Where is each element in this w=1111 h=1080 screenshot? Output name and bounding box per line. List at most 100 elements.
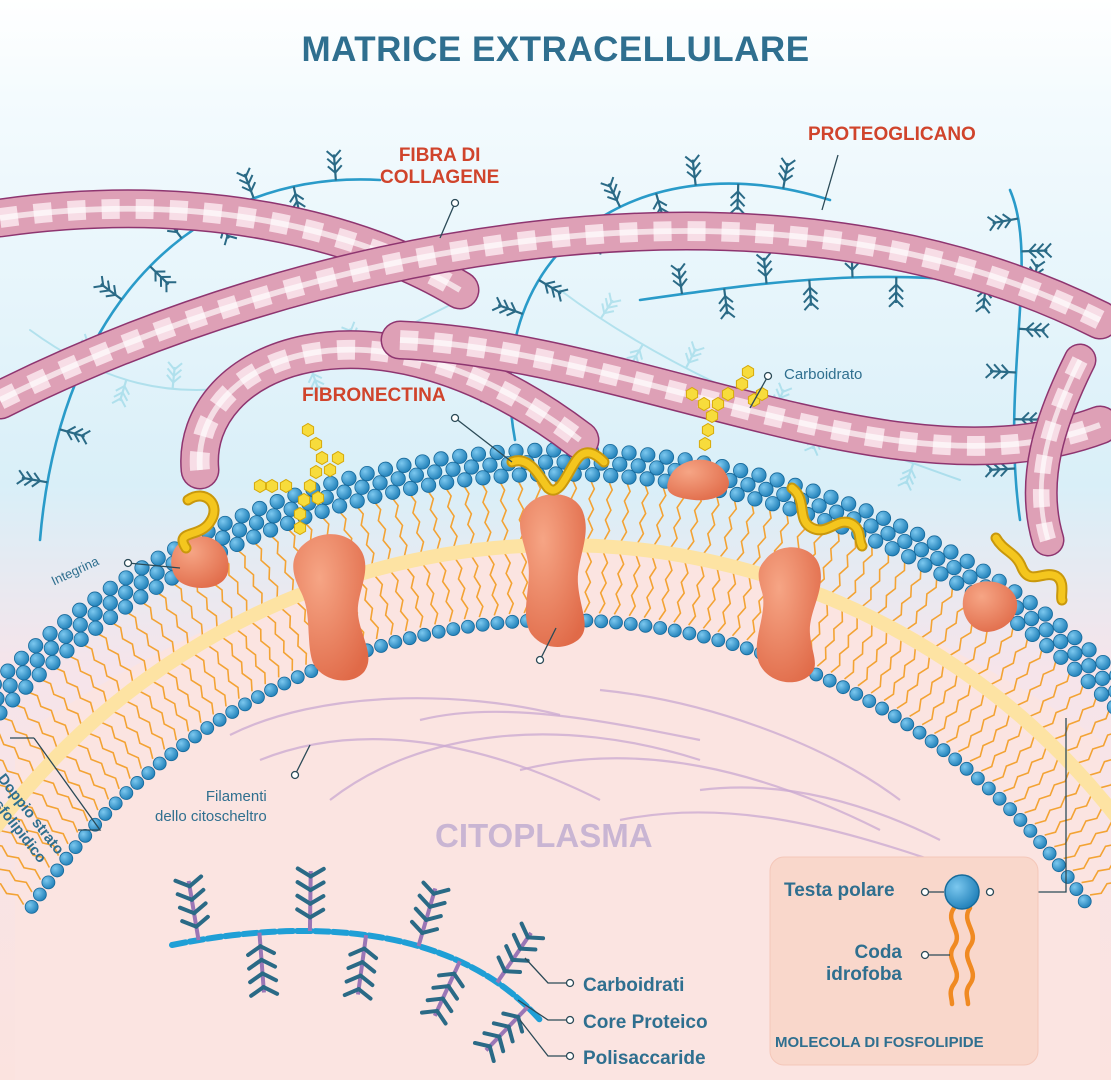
branch-twig	[1030, 258, 1038, 268]
branch-twig	[888, 299, 897, 308]
branch-twig	[687, 346, 693, 357]
lipid-tail	[1063, 821, 1111, 860]
actin-filament	[419, 710, 701, 742]
legend-protein-core	[257, 932, 266, 993]
glycosaminoglycan-branch	[986, 213, 1019, 232]
branch-twig	[111, 397, 122, 404]
branch-twig	[551, 287, 556, 298]
lipid-tail	[870, 639, 902, 694]
lipid-tail	[462, 483, 475, 545]
lipid-tail	[88, 732, 131, 779]
glycosaminoglycan-branch	[491, 296, 524, 317]
branch-twig	[989, 221, 997, 232]
actin-filament	[519, 757, 881, 831]
branch-twig	[557, 291, 562, 302]
glycosaminoglycan-branch	[93, 275, 123, 301]
legend-carbohydrate	[410, 919, 425, 935]
lipid-tail	[1044, 795, 1092, 836]
branch-twig	[778, 382, 784, 393]
branch-twig	[901, 468, 912, 475]
polar-head	[461, 619, 475, 634]
branch-twig	[600, 182, 611, 188]
collagen-fibers	[0, 189, 1111, 557]
lipid-tail	[222, 637, 253, 692]
glycosaminoglycan-branch	[729, 183, 746, 215]
lipid-tail	[207, 645, 240, 699]
branch-twig	[1040, 323, 1050, 332]
polar-head	[612, 456, 628, 472]
lipid-tail	[1089, 882, 1111, 896]
polar-head	[402, 631, 417, 646]
branch-twig	[726, 310, 736, 319]
lipid-tail	[39, 678, 82, 725]
branch-twig	[80, 435, 88, 445]
lipid-tail	[673, 562, 689, 623]
polar-head	[653, 621, 668, 635]
branch-twig	[1043, 242, 1052, 252]
branch-twig	[757, 268, 767, 277]
polar-head	[658, 449, 675, 465]
polar-head	[446, 622, 461, 636]
lipid-tail	[0, 868, 33, 893]
lipid-tail	[155, 591, 189, 645]
polar-head	[280, 515, 296, 531]
polar-head	[1094, 670, 1111, 687]
membrane-proteins	[171, 459, 1018, 683]
lipid-tail	[0, 733, 35, 773]
polar-head	[1060, 870, 1075, 884]
legend-carbohydrate	[249, 985, 266, 998]
polar-head	[248, 515, 265, 531]
filaments-label-line1: Filamenti	[205, 788, 267, 805]
branch-twig	[780, 157, 789, 167]
polar-head	[621, 469, 637, 485]
sugar-unit	[698, 436, 712, 452]
polar-head	[251, 690, 265, 705]
polar-head	[1039, 638, 1055, 654]
polar-head	[811, 498, 827, 514]
polar-head	[863, 518, 879, 534]
branch-twig	[491, 305, 502, 312]
lipid-tail	[101, 721, 143, 769]
branch-twig	[166, 374, 174, 384]
branch-twig	[611, 299, 622, 304]
lipid-tail	[906, 576, 938, 631]
branch-twig	[551, 284, 562, 289]
lipid-tail	[358, 579, 380, 640]
lipid-tail	[719, 497, 738, 558]
branch-stem	[736, 183, 740, 210]
polar-head	[584, 467, 601, 483]
branch-twig	[785, 166, 795, 175]
legend-carbohydrate	[192, 901, 208, 916]
polar-head	[332, 498, 348, 514]
polar-head	[390, 471, 406, 487]
legend-carbohydrate	[308, 907, 326, 920]
branch-twig	[809, 294, 819, 303]
branch-twig	[737, 198, 746, 207]
branch-twig	[227, 234, 238, 240]
glycosaminoglycan-branch	[985, 363, 1017, 380]
polar-head	[408, 467, 424, 483]
polar-head	[946, 559, 962, 576]
lipid-tail	[53, 767, 99, 811]
polar-head	[913, 542, 930, 558]
legend-carbohydrate	[189, 887, 206, 902]
legend-carbohydrate	[482, 1031, 502, 1039]
branch-stem	[171, 366, 176, 389]
legend-carbohydrate	[431, 887, 451, 896]
legend-carbohydrate	[496, 955, 507, 974]
legend-carbohydrate	[308, 866, 326, 879]
lipid-tail	[126, 700, 166, 750]
legend-carbohydrate	[173, 878, 192, 889]
branch-twig	[691, 352, 702, 358]
polar-head	[751, 467, 767, 483]
polar-head	[431, 624, 446, 639]
polar-head	[0, 691, 5, 706]
legend-carbohydrate	[247, 957, 264, 971]
branch-twig	[326, 157, 336, 166]
branch-stem	[497, 304, 524, 315]
branch-twig	[657, 199, 668, 207]
branch-twig	[503, 299, 510, 310]
polar-head	[72, 602, 88, 618]
polar-head	[933, 566, 949, 582]
